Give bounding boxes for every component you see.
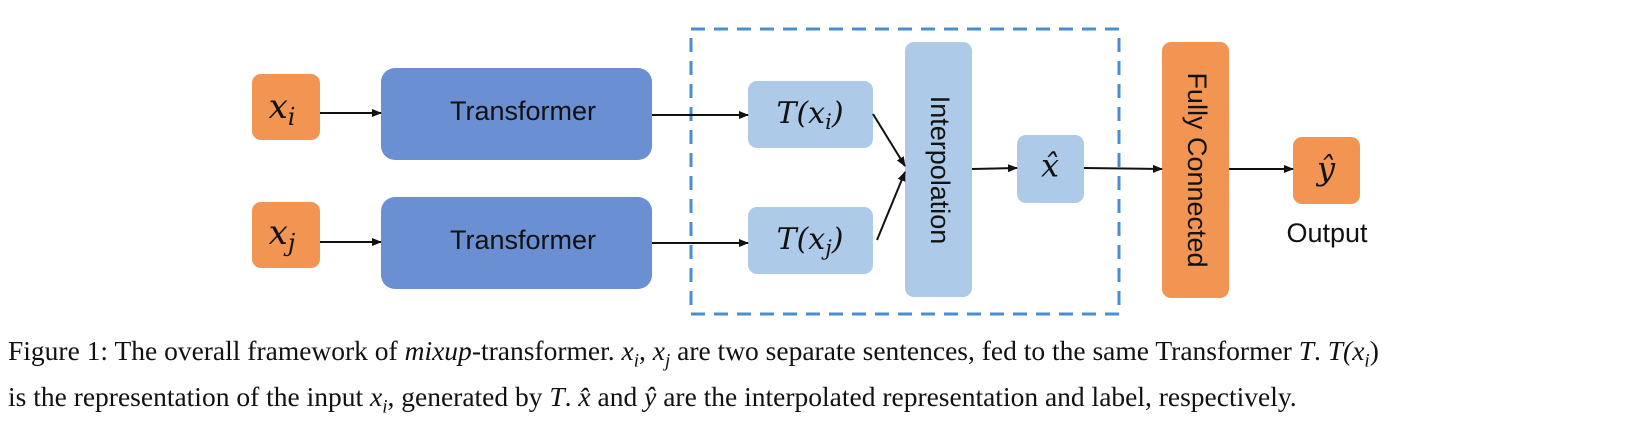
svg-text:ŷ: ŷ [1315, 150, 1336, 188]
output-label: Output [1286, 218, 1368, 248]
input-xi-node: xi [252, 74, 320, 140]
interpolation-node: Interpolation [905, 42, 972, 297]
svg-text:xj: xj [269, 213, 296, 257]
svg-text:T(xi): T(xi) [776, 96, 843, 134]
transformer-top-node: Transformer [381, 68, 652, 160]
svg-text:Interpolation: Interpolation [925, 96, 955, 245]
arrow-ti-to-interpolation [872, 113, 906, 167]
arrow-xhat-to-fc [1083, 164, 1163, 173]
arrow-interpolation-to-xhat [971, 164, 1018, 173]
svg-text:T(xj): T(xj) [777, 222, 844, 260]
svg-text:xi: xi [269, 87, 296, 131]
caption-line-1: Figure 1: The overall framework of mixup… [8, 335, 1379, 372]
caption-line-2: is the representation of the input xi, g… [8, 380, 1297, 418]
figure-caption: Figure 1: The overall framework of mixup… [8, 333, 1640, 424]
svg-text:x̂: x̂ [1041, 147, 1059, 185]
svg-text:Transformer: Transformer [450, 96, 596, 126]
representation-ti-node: T(xi) [748, 81, 873, 148]
mixup-framework-diagram: xi xj Transformer Transformer T(xi) T(xj… [252, 27, 1368, 316]
transformer-bottom-node: Transformer [381, 197, 652, 289]
svg-text:Transformer: Transformer [450, 225, 596, 255]
caption-mixup: mixup [404, 335, 472, 366]
fully-connected-node: Fully Connected [1162, 42, 1229, 298]
svg-text:Fully Connected: Fully Connected [1182, 72, 1212, 267]
representation-tj-node: T(xj) [748, 207, 873, 274]
input-xj-node: xj [252, 202, 320, 268]
prediction-node: ŷ [1293, 137, 1360, 204]
mixed-representation-node: x̂ [1017, 135, 1084, 203]
mixup-dashed-region [689, 27, 1121, 316]
arrow-tj-to-interpolation [876, 171, 906, 241]
